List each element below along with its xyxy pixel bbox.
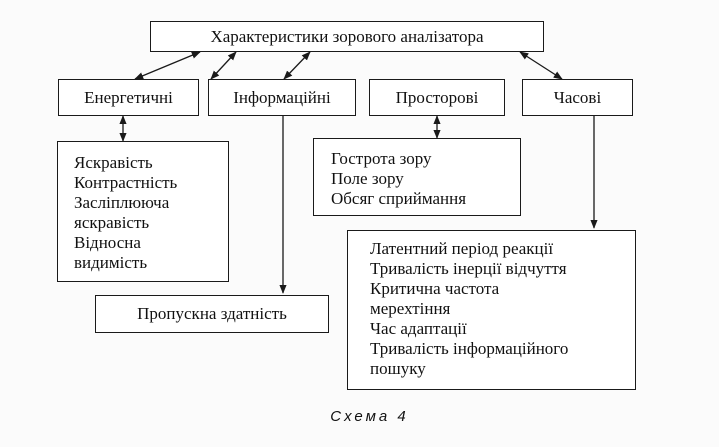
connector-root-temporal [519, 51, 563, 80]
list-item: Час адаптації [370, 319, 467, 338]
category-temporal: Часові [522, 79, 633, 116]
spatial-list: Гострота зору Поле зору Обсяг сприймання [313, 138, 521, 216]
connector-root-spatial [283, 51, 311, 80]
figure-caption: Схема 4 [330, 408, 409, 425]
category-spatial: Просторові [369, 79, 505, 116]
category-info: Інформаційні [208, 79, 356, 116]
connector-root-energy [134, 51, 201, 80]
connector-root-info [210, 51, 237, 80]
list-item: Контрастність [74, 173, 178, 192]
list-item: Гострота зору [331, 149, 432, 168]
list-item: мерехтіння [370, 299, 451, 318]
list-item: Яскравість [74, 153, 153, 172]
list-item: Засліплююча [74, 193, 170, 212]
list-item: Тривалість інерції відчуття [370, 259, 567, 278]
list-item: видимість [74, 253, 148, 272]
list-item: Обсяг сприймання [331, 189, 467, 208]
list-item: яскравість [74, 213, 150, 232]
temporal-list: Латентний період реакції Тривалість інер… [347, 230, 636, 390]
energy-list: Яскравість Контрастність Засліплююча яск… [57, 141, 229, 282]
root-node: Характеристики зорового аналізатора [150, 21, 544, 52]
list-item: Поле зору [331, 169, 404, 188]
list-item: Тривалість інформаційного [370, 339, 569, 358]
list-item: Критична частота [370, 279, 500, 298]
list-item: пошуку [370, 359, 426, 378]
throughput-box: Пропускна здатність [95, 295, 329, 333]
list-item: Відносна [74, 233, 141, 252]
category-energy: Енергетичні [58, 79, 199, 116]
list-item: Латентний період реакції [370, 239, 554, 258]
